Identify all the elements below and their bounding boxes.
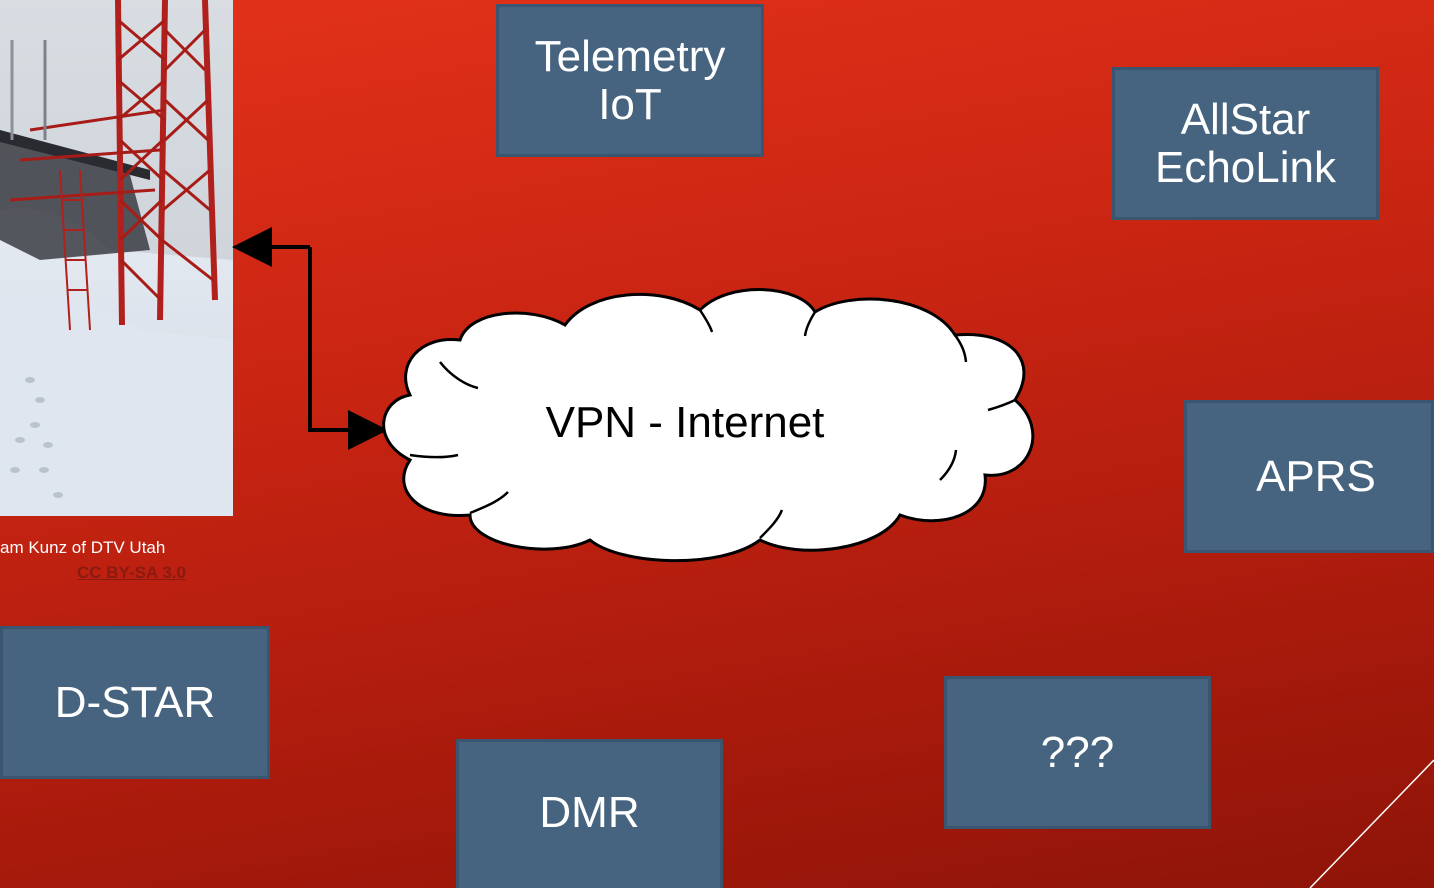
box-label: ???	[1040, 727, 1115, 777]
connector-arrow	[308, 247, 388, 450]
box-label: APRS	[1256, 451, 1376, 501]
vpn-cloud	[382, 288, 1035, 563]
tower-photo	[0, 0, 233, 516]
allstar-echolink-box: AllStar EchoLink	[1112, 67, 1379, 220]
cloud-label: VPN - Internet	[545, 398, 825, 447]
dstar-box: D-STAR	[0, 626, 270, 779]
box-label: D-STAR	[54, 677, 216, 727]
box-label: DMR	[539, 788, 640, 838]
unknown-box: ???	[944, 676, 1211, 829]
box-label-line1: AllStar	[1180, 94, 1311, 144]
box-label-line2: EchoLink	[1154, 142, 1336, 192]
aprs-box: APRS	[1184, 400, 1434, 553]
decorative-line	[1309, 759, 1434, 888]
box-label-line1: Telemetry	[534, 31, 726, 81]
dmr-box: DMR	[456, 739, 723, 888]
photo-caption: am Kunz of DTV Utah	[0, 538, 166, 557]
box-label-line2: IoT	[598, 79, 662, 129]
license-link[interactable]: CC BY-SA 3.0	[77, 563, 186, 582]
telemetry-iot-box: Telemetry IoT	[496, 4, 764, 157]
